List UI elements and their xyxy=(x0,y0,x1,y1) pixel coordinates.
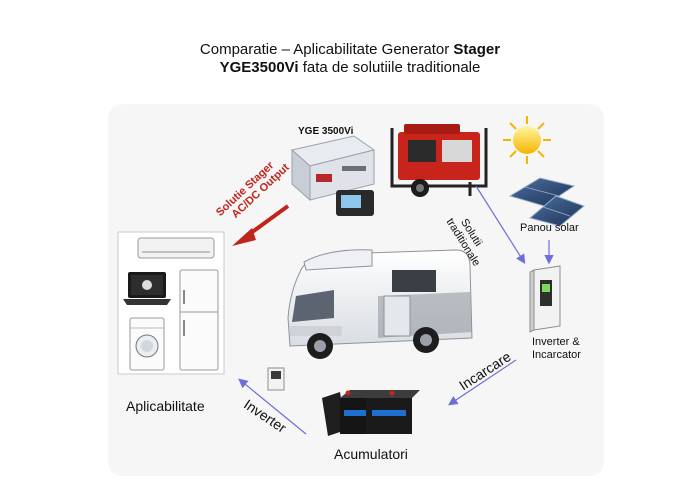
inverter-charger-label: Inverter & Incarcator xyxy=(532,336,581,361)
batteries-illustration xyxy=(322,390,420,436)
washing-machine-icon xyxy=(129,317,165,371)
motorhome-illustration xyxy=(287,249,473,359)
diagram-title-line2: YGE3500Vi fata de solutiile traditionale xyxy=(219,59,481,76)
apple-logo-icon xyxy=(142,280,152,290)
inverter-charger-device xyxy=(529,265,561,333)
applications-group xyxy=(117,231,225,375)
sun-icon xyxy=(503,116,551,164)
solar-panel-icon xyxy=(508,177,585,227)
solar-panel-label: Panou solar xyxy=(520,222,579,234)
air-conditioner-icon xyxy=(137,237,215,259)
small-inverter-device xyxy=(267,367,285,391)
refrigerator-icon xyxy=(179,269,219,371)
laptop-icon xyxy=(123,272,171,305)
batteries-label: Acumulatori xyxy=(334,446,408,462)
yge-model-label: YGE 3500Vi xyxy=(298,126,354,137)
traditional-arrow xyxy=(475,185,526,265)
remote-display-icon xyxy=(336,190,374,216)
traditional-generator-illustration xyxy=(390,124,488,197)
rv-side-window xyxy=(392,270,436,292)
stager-solution-arrow xyxy=(232,204,290,246)
rv-door xyxy=(383,295,411,337)
applicability-label: Aplicabilitate xyxy=(126,398,205,414)
rv-windshield xyxy=(292,290,334,322)
stager-generator-illustration xyxy=(290,135,376,216)
inverter-arrow xyxy=(238,378,307,435)
charging-arrow xyxy=(448,359,517,406)
diagram-title-line1: Comparatie – Aplicabilitate Generator St… xyxy=(199,41,501,58)
